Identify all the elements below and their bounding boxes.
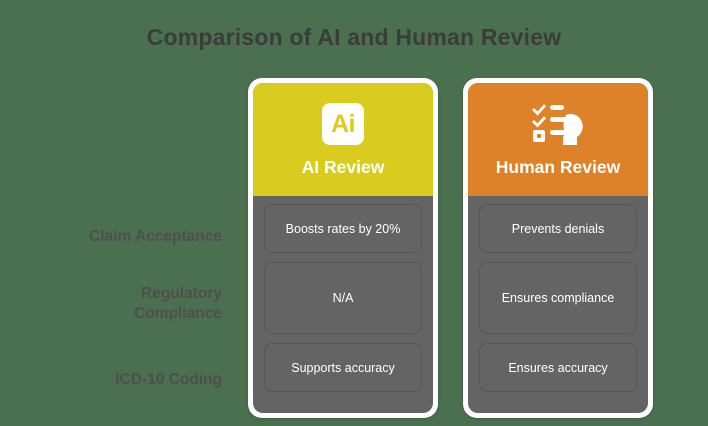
cell-ai-icd10-coding[interactable]: Supports accuracy: [264, 343, 422, 392]
card-ai-review-body: Boosts rates by 20% N/A Supports accurac…: [253, 196, 433, 413]
cell-ai-claim-acceptance[interactable]: Boosts rates by 20%: [264, 204, 422, 253]
row-label-line2: Compliance: [134, 305, 222, 322]
row-label-line1: Regulatory: [141, 285, 222, 302]
card-ai-review-header: Ai AI Review: [253, 83, 433, 196]
card-human-review-body: Prevents denials Ensures compliance Ensu…: [468, 196, 648, 413]
card-ai-review-title: AI Review: [301, 157, 385, 177]
row-label-line1: Claim Acceptance: [89, 228, 222, 245]
row-label-column: Claim Acceptance Regulatory Compliance I…: [22, 78, 222, 418]
comparison-board: Claim Acceptance Regulatory Compliance I…: [0, 78, 708, 418]
card-human-review-inner: Human Review Prevents denials Ensures co…: [468, 83, 648, 413]
row-label-regulatory-compliance: Regulatory Compliance: [22, 284, 222, 324]
head-checklist-icon: [532, 99, 584, 149]
row-label-claim-acceptance: Claim Acceptance: [22, 227, 222, 247]
card-human-review-header: Human Review: [468, 83, 648, 196]
card-human-review[interactable]: Human Review Prevents denials Ensures co…: [463, 78, 653, 418]
cell-human-icd10-coding[interactable]: Ensures accuracy: [479, 343, 637, 392]
page-title: Comparison of AI and Human Review: [146, 24, 562, 50]
card-ai-review-inner: Ai AI Review Boosts rates by 20% N/A Sup…: [253, 83, 433, 413]
row-label-icd10-coding: ICD-10 Coding: [22, 370, 222, 390]
cell-ai-regulatory-compliance[interactable]: N/A: [264, 262, 422, 334]
card-human-review-title: Human Review: [495, 157, 621, 177]
cell-human-regulatory-compliance[interactable]: Ensures compliance: [479, 262, 637, 334]
cell-human-claim-acceptance[interactable]: Prevents denials: [479, 204, 637, 253]
row-label-line1: ICD-10 Coding: [115, 371, 222, 388]
ai-logo-icon: Ai: [322, 99, 364, 149]
card-ai-review[interactable]: Ai AI Review Boosts rates by 20% N/A Sup…: [248, 78, 438, 418]
ai-logo-badge-text: Ai: [322, 103, 364, 145]
